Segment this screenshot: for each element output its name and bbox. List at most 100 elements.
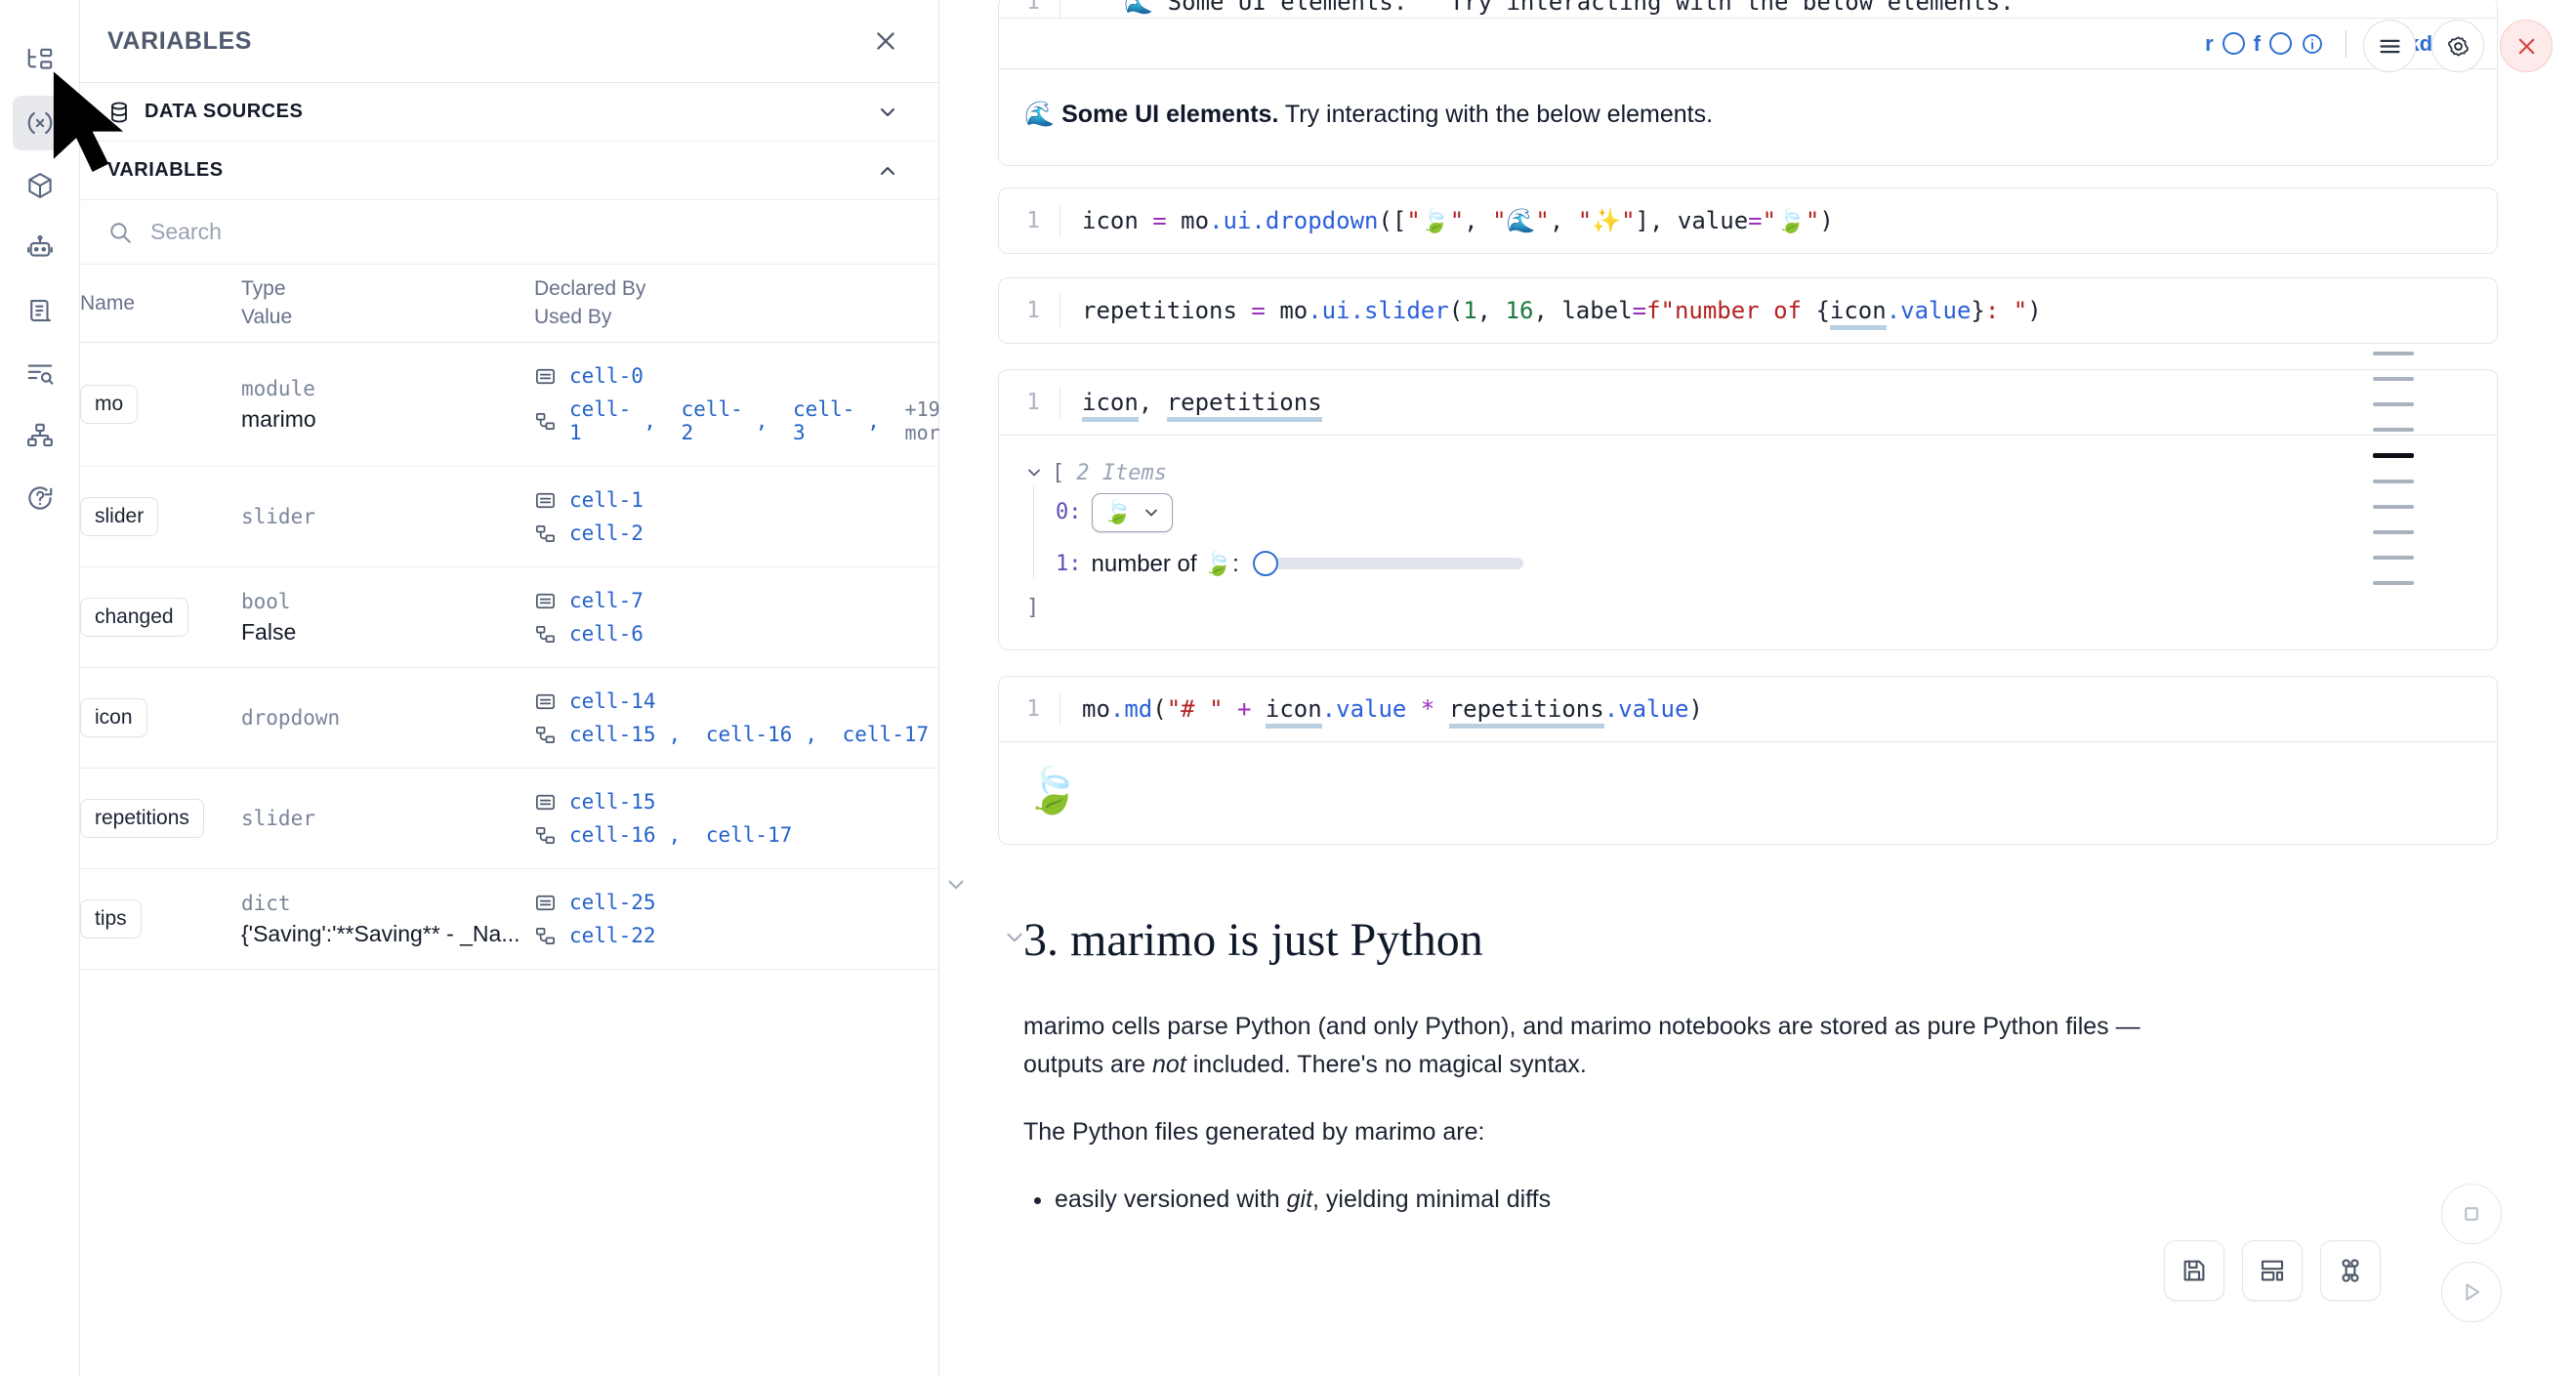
variable-name-chip[interactable]: mo <box>80 385 139 425</box>
code-cell-dropdown[interactable]: 1 icon = mo.ui.dropdown(["🍃", "🌊", "✨"],… <box>998 187 2498 254</box>
minimap-dash[interactable] <box>2373 530 2414 534</box>
slider-thumb[interactable] <box>1252 551 1278 577</box>
variables-table: Name Type Value Declared By Used By <box>80 265 952 971</box>
code-cell-slider[interactable]: 1 repetitions = mo.ui.slider(1, 16, labe… <box>998 276 2498 344</box>
code-text[interactable]: mo.md("# " + icon.value * repetitions.va… <box>1059 691 2497 729</box>
layout-button[interactable] <box>2242 1240 2303 1301</box>
minimap-dash[interactable] <box>2373 581 2414 585</box>
dependency-graph-icon[interactable] <box>13 408 67 463</box>
cell-link[interactable]: cell-6 <box>569 622 644 647</box>
code-token: , <box>1138 388 1167 416</box>
collapse-section-chevron[interactable] <box>1002 925 1027 955</box>
code-token <box>1406 695 1420 723</box>
section-data-sources[interactable]: DATA SOURCES <box>80 83 938 142</box>
cell-variable-name: tips <box>80 868 241 971</box>
cell-link[interactable]: cell-15 <box>569 790 656 814</box>
code-token: * <box>1420 694 1435 723</box>
minimap-dash[interactable] <box>2373 377 2414 381</box>
variable-name-chip[interactable]: tips <box>80 899 142 939</box>
code-token: icon <box>1265 694 1322 729</box>
minimap-dash[interactable] <box>2373 428 2414 432</box>
cell-link[interactable]: cell-1 <box>569 397 632 445</box>
slider-control[interactable] <box>1252 551 1523 577</box>
cell-link[interactable]: cell-1 <box>569 488 644 513</box>
settings-button[interactable] <box>2431 20 2484 72</box>
separator: , <box>644 409 669 434</box>
docs-icon[interactable] <box>13 283 67 338</box>
cell-link[interactable]: cell-14 <box>569 689 656 714</box>
cell-link[interactable]: cell-17 <box>842 723 930 747</box>
minimap-dash[interactable] <box>2373 505 2414 509</box>
cell-link[interactable]: cell-16 <box>569 823 656 848</box>
code-token: 16 <box>1505 296 1534 324</box>
code-token: . <box>1109 694 1125 723</box>
code-text[interactable]: repetitions = mo.ui.slider(1, 16, label=… <box>1059 293 2497 330</box>
variable-value: marimo <box>241 405 316 432</box>
variable-name-chip[interactable]: repetitions <box>80 799 204 839</box>
search-row <box>80 200 938 265</box>
variable-name-chip[interactable]: slider <box>80 497 159 537</box>
minimap-dash[interactable] <box>2373 556 2414 560</box>
cell-link[interactable]: cell-17 <box>705 823 793 848</box>
cell-link[interactable]: cell-3 <box>793 397 855 445</box>
tree-item-slider: 1: number of 🍃: <box>1056 550 2472 578</box>
cell-link[interactable]: cell-0 <box>569 364 644 389</box>
cell-link[interactable]: cell-2 <box>681 397 743 445</box>
cell-type-value: dropdown <box>241 667 534 770</box>
tree-root[interactable]: [ 2 Items <box>1024 461 2472 485</box>
run-status-group[interactable]: r f <box>2205 31 2324 57</box>
command-palette-button[interactable] <box>2320 1240 2381 1301</box>
code-cell-md[interactable]: 1 mo.md("# " + icon.value * repetitions.… <box>998 675 2498 846</box>
markdown-cell[interactable]: 1 """🌊 Some UI elements."" Try interacti… <box>998 0 2498 166</box>
minimap-dash[interactable] <box>2373 352 2414 355</box>
run-button[interactable] <box>2441 1262 2502 1322</box>
declared-by-icon <box>536 794 555 810</box>
file-tree-icon[interactable] <box>13 33 67 88</box>
minimap-dash[interactable] <box>2373 480 2414 483</box>
variables-icon[interactable] <box>12 96 67 150</box>
help-icon[interactable] <box>13 471 67 525</box>
variable-name-chip[interactable]: changed <box>80 598 188 638</box>
chevron-down-icon <box>1145 509 1158 517</box>
save-button[interactable] <box>2164 1240 2224 1301</box>
slider-track[interactable] <box>1268 558 1523 570</box>
code-text[interactable]: icon = mo.ui.dropdown(["🍃", "🌊", "✨"], v… <box>1059 203 2497 237</box>
logs-icon[interactable] <box>13 346 67 400</box>
minimap[interactable] <box>2373 352 2414 585</box>
cell-link[interactable]: cell-16 <box>705 723 793 747</box>
cell-link[interactable]: cell-22 <box>569 924 656 948</box>
cell-type-value: slider <box>241 768 534 870</box>
variable-name-chip[interactable]: icon <box>80 698 147 738</box>
interrupt-button[interactable] <box>2441 1184 2502 1244</box>
code-token: ) <box>2027 296 2042 324</box>
collapse-output-chevron[interactable] <box>943 872 969 902</box>
search-input[interactable] <box>150 219 911 245</box>
code-cell-output[interactable]: 1 icon, repetitions [ 2 Items 0: 🍃 <box>998 368 2498 650</box>
cell-link[interactable]: cell-2 <box>569 522 644 546</box>
code-text[interactable]: icon, repetitions <box>1059 385 2497 422</box>
cell-link[interactable]: cell-15 <box>569 723 656 747</box>
section-heading: 3. marimo is just Python <box>1023 914 1483 967</box>
close-button[interactable] <box>2500 20 2553 72</box>
robot-icon[interactable] <box>13 221 67 275</box>
code-token: ], <box>1635 206 1678 234</box>
close-icon[interactable] <box>872 27 899 55</box>
cell-link[interactable]: cell-25 <box>569 891 656 915</box>
minimap-dash[interactable] <box>2373 453 2414 458</box>
minimap-dash[interactable] <box>2373 402 2414 406</box>
package-icon[interactable] <box>13 158 67 213</box>
dropdown-select[interactable]: 🍃 <box>1091 492 1174 532</box>
code-token: , <box>1549 206 1578 234</box>
code-token: slider <box>1364 296 1449 324</box>
section-variables[interactable]: VARIABLES <box>80 142 938 200</box>
cell-link[interactable]: cell-7 <box>569 589 644 613</box>
menu-button[interactable] <box>2363 20 2416 72</box>
used-by-icon <box>536 927 555 944</box>
variables-panel: VARIABLES DATA SOURCES VARIABLES <box>80 0 952 1377</box>
